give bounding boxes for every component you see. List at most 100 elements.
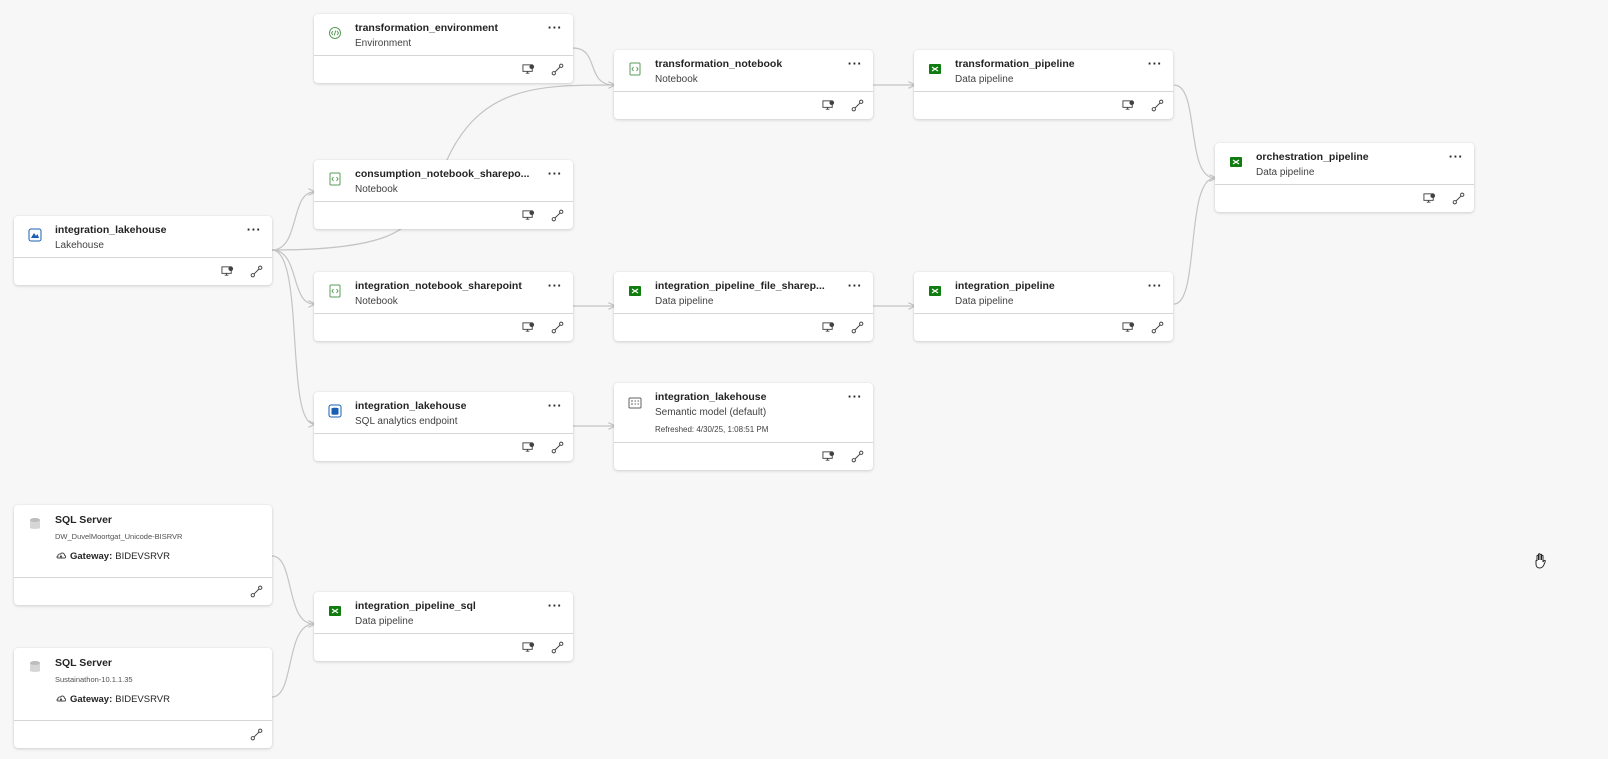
lineage-icon[interactable] — [1149, 98, 1165, 112]
cloud-gateway-icon — [55, 692, 67, 707]
more-options-button[interactable]: ··· — [547, 166, 563, 181]
edge — [271, 555, 314, 624]
node-integration-lakehouse[interactable]: integration_lakehouse Lakehouse ··· — [14, 216, 272, 285]
sql-endpoint-icon — [328, 404, 342, 418]
edge — [445, 84, 615, 163]
gateway-label: Gateway: — [70, 551, 113, 562]
impact-analysis-icon[interactable] — [520, 208, 536, 222]
impact-analysis-icon[interactable] — [1120, 320, 1136, 334]
more-options-button[interactable]: ··· — [1147, 278, 1163, 293]
gateway-value: BIDEVSRVR — [115, 694, 170, 705]
impact-analysis-icon[interactable] — [219, 264, 235, 278]
more-options-button[interactable]: ··· — [547, 20, 563, 35]
source-title: SQL Server — [55, 514, 113, 526]
gateway-label: Gateway: — [70, 694, 113, 705]
more-options-button[interactable]: ··· — [547, 398, 563, 413]
impact-analysis-icon[interactable] — [1421, 191, 1437, 205]
node-integration-notebook-sharepoint[interactable]: integration_notebook_sharepoint Notebook… — [314, 272, 573, 341]
lineage-icon[interactable] — [549, 640, 565, 654]
more-options-button[interactable]: ··· — [547, 598, 563, 613]
hand-pan-cursor-icon — [1533, 552, 1549, 570]
impact-analysis-icon[interactable] — [520, 320, 536, 334]
lineage-icon[interactable] — [549, 208, 565, 222]
node-type: Data pipeline — [955, 74, 1014, 85]
node-transformation-environment[interactable]: transformation_environment Environment ·… — [314, 14, 573, 83]
node-type: Data pipeline — [355, 616, 414, 627]
notebook-icon — [328, 284, 342, 298]
more-options-button[interactable]: ··· — [246, 222, 262, 237]
more-options-button[interactable]: ··· — [547, 278, 563, 293]
edge — [271, 249, 314, 424]
refreshed-timestamp: Refreshed: 4/30/25, 1:08:51 PM — [655, 425, 769, 434]
edge — [572, 47, 614, 85]
node-sql-analytics-endpoint[interactable]: integration_lakehouse SQL analytics endp… — [314, 392, 573, 461]
node-title: integration_pipeline_sql — [355, 600, 476, 612]
node-title: integration_lakehouse — [355, 400, 467, 412]
source-title: SQL Server — [55, 657, 113, 669]
edge — [271, 623, 315, 698]
node-type: SQL analytics endpoint — [355, 416, 458, 427]
more-options-button[interactable]: ··· — [847, 389, 863, 404]
lineage-icon[interactable] — [248, 264, 264, 278]
gateway-value: BIDEVSRVR — [115, 551, 170, 562]
lineage-icon[interactable] — [248, 727, 264, 741]
node-integration-pipeline[interactable]: integration_pipeline Data pipeline ··· — [914, 272, 1173, 341]
node-type: Semantic model (default) — [655, 407, 767, 418]
impact-analysis-icon[interactable] — [520, 440, 536, 454]
more-options-button[interactable]: ··· — [1147, 56, 1163, 71]
lineage-icon[interactable] — [248, 584, 264, 598]
source-sql-server-2[interactable]: SQL Server Sustainathon-10.1.1.35 Gatewa… — [14, 648, 272, 748]
impact-analysis-icon[interactable] — [820, 449, 836, 463]
node-title: integration_lakehouse — [655, 391, 767, 403]
pipeline-icon — [928, 62, 942, 76]
environment-icon — [328, 26, 342, 40]
node-title: orchestration_pipeline — [1256, 151, 1369, 163]
notebook-icon — [628, 62, 642, 76]
impact-analysis-icon[interactable] — [820, 98, 836, 112]
server-name: DW_DuvelMoortgat_Unicode-BISRVR — [55, 532, 183, 541]
node-title: integration_notebook_sharepoint — [355, 280, 522, 292]
node-orchestration-pipeline[interactable]: orchestration_pipeline Data pipeline ··· — [1215, 143, 1474, 212]
node-title: transformation_pipeline — [955, 58, 1075, 70]
edge — [271, 227, 403, 251]
impact-analysis-icon[interactable] — [820, 320, 836, 334]
lineage-icon[interactable] — [849, 320, 865, 334]
semantic-model-icon — [628, 396, 642, 410]
lineage-icon[interactable] — [549, 320, 565, 334]
node-title: transformation_notebook — [655, 58, 783, 70]
node-type: Data pipeline — [955, 296, 1014, 307]
edge — [1173, 84, 1215, 178]
node-integration-pipeline-sql[interactable]: integration_pipeline_sql Data pipeline ·… — [314, 592, 573, 661]
pipeline-icon — [328, 604, 342, 618]
lineage-icon[interactable] — [849, 449, 865, 463]
node-title: integration_lakehouse — [55, 224, 167, 236]
node-type: Data pipeline — [655, 296, 714, 307]
node-transformation-notebook[interactable]: transformation_notebook Notebook ··· — [614, 50, 873, 119]
source-sql-server-1[interactable]: SQL Server DW_DuvelMoortgat_Unicode-BISR… — [14, 505, 272, 605]
node-semantic-model[interactable]: integration_lakehouse Semantic model (de… — [614, 383, 873, 470]
database-icon — [28, 660, 42, 674]
lineage-icon[interactable] — [549, 62, 565, 76]
gateway-info: Gateway: BIDEVSRVR — [55, 692, 170, 707]
more-options-button[interactable]: ··· — [847, 56, 863, 71]
node-type: Notebook — [355, 296, 398, 307]
node-title: integration_pipeline — [955, 280, 1055, 292]
lineage-icon[interactable] — [1149, 320, 1165, 334]
edge — [1173, 177, 1216, 305]
node-type: Data pipeline — [1256, 167, 1315, 178]
impact-analysis-icon[interactable] — [520, 640, 536, 654]
more-options-button[interactable]: ··· — [1448, 149, 1464, 164]
node-transformation-pipeline[interactable]: transformation_pipeline Data pipeline ··… — [914, 50, 1173, 119]
server-name: Sustainathon-10.1.1.35 — [55, 675, 133, 684]
impact-analysis-icon[interactable] — [1120, 98, 1136, 112]
node-type: Lakehouse — [55, 240, 104, 251]
lineage-icon[interactable] — [549, 440, 565, 454]
notebook-icon — [328, 172, 342, 186]
node-integration-pipeline-file[interactable]: integration_pipeline_file_sharep... Data… — [614, 272, 873, 341]
lineage-icon[interactable] — [849, 98, 865, 112]
lakehouse-icon — [28, 228, 42, 242]
more-options-button[interactable]: ··· — [847, 278, 863, 293]
impact-analysis-icon[interactable] — [520, 62, 536, 76]
lineage-icon[interactable] — [1450, 191, 1466, 205]
node-consumption-notebook[interactable]: consumption_notebook_sharepo... Notebook… — [314, 160, 573, 229]
